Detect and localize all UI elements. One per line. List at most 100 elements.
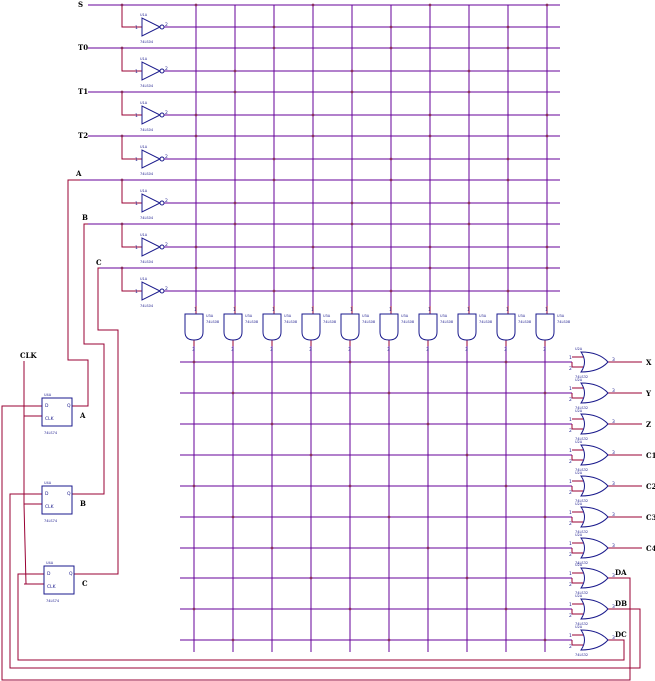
ff-ref: U4A xyxy=(44,393,52,397)
junction-dot xyxy=(120,3,124,7)
ff-output-label-b: B xyxy=(80,499,86,508)
junction-dot xyxy=(311,3,315,7)
junction-dot xyxy=(120,266,124,270)
pin-number: 3 xyxy=(465,347,468,353)
input-label-t1: T1 xyxy=(78,87,88,96)
pin-number: 3 xyxy=(192,347,195,353)
junction-dot xyxy=(543,515,547,519)
junction-dot xyxy=(428,266,432,270)
next-state-dc xyxy=(17,573,625,661)
and-part: 74LS08 xyxy=(518,320,531,324)
junction-dot xyxy=(311,134,315,138)
junction-dot xyxy=(192,484,196,488)
junction-dot xyxy=(194,134,198,138)
or-gate xyxy=(580,567,609,589)
or-gate xyxy=(580,598,609,620)
or-part: 74LS32 xyxy=(575,530,588,534)
inverter-feed xyxy=(121,136,142,160)
junction-dot xyxy=(120,90,124,94)
and-part: 74LS08 xyxy=(440,320,453,324)
junction-dot xyxy=(233,222,237,226)
and-gate xyxy=(496,313,516,341)
junction-dot xyxy=(233,201,237,205)
junction-dot xyxy=(506,46,510,50)
inverter-part: 74LS04 xyxy=(140,84,154,88)
junction-dot xyxy=(309,453,313,457)
ff-output-label-c: C xyxy=(82,579,88,588)
pin-number: 1 xyxy=(272,307,275,313)
inverter-bubble xyxy=(159,200,165,206)
or-part: 74LS32 xyxy=(575,653,588,657)
and-part: 74LS08 xyxy=(206,320,219,324)
pin-number: 2 xyxy=(569,459,572,465)
feedback-b xyxy=(83,223,105,495)
pin-number: 3 xyxy=(612,357,615,363)
inverter-part: 74LS04 xyxy=(140,260,154,264)
wiring-layer xyxy=(1,3,642,681)
and-gate xyxy=(301,313,321,341)
labels-layer: U1A74LS0412SU1A74LS0412T0U1A74LS0412T1U1… xyxy=(20,0,655,657)
junction-dot xyxy=(272,289,276,293)
and-ref: U3A xyxy=(557,314,565,318)
junction-dot xyxy=(233,69,237,73)
inverter-feed xyxy=(121,268,142,292)
clock-line xyxy=(23,361,27,585)
or-gate xyxy=(580,413,609,435)
ff-part: 74LS74 xyxy=(44,519,58,523)
junction-dot xyxy=(192,607,196,611)
pin-number: 3 xyxy=(612,450,615,456)
junction-dot xyxy=(465,576,469,580)
junction-dot xyxy=(545,3,549,7)
junction-dot xyxy=(504,360,508,364)
inverter-ref: U1A xyxy=(140,277,148,281)
junction-dot xyxy=(350,201,354,205)
or-gate xyxy=(580,475,609,497)
inverter-gate xyxy=(141,105,162,125)
inverter-part: 74LS04 xyxy=(140,128,154,132)
pin-number: 3 xyxy=(612,388,615,394)
junction-dot xyxy=(467,90,471,94)
pin-number: 3 xyxy=(348,347,351,353)
or-gate xyxy=(580,506,609,528)
and-ref: U3A xyxy=(518,314,526,318)
inverter-ref: U1A xyxy=(140,145,148,149)
d-flip-flop xyxy=(41,397,73,427)
pin-number: 2 xyxy=(569,582,572,588)
junction-dot xyxy=(350,90,354,94)
junction-dot xyxy=(389,157,393,161)
output-label-c4: C4 xyxy=(646,544,655,553)
inverter-bubble xyxy=(159,244,165,250)
pin-number: 1 xyxy=(428,307,431,313)
junction-dot xyxy=(543,391,547,395)
or-part: 74LS32 xyxy=(575,375,588,379)
ff-pin-q: Q xyxy=(69,571,73,577)
junction-dot xyxy=(348,607,352,611)
input-label-t2: T2 xyxy=(78,131,88,140)
pin-number: 1 xyxy=(135,113,138,119)
pin-number: 1 xyxy=(467,307,470,313)
pin-number: 1 xyxy=(569,448,572,454)
ff-pin-clk: CLK xyxy=(45,504,55,510)
d-flip-flop xyxy=(43,565,75,595)
pin-number: 1 xyxy=(311,307,314,313)
inverter-bubble xyxy=(159,112,165,118)
junction-dot xyxy=(311,113,315,117)
junction-dot xyxy=(545,113,549,117)
and-gate xyxy=(340,313,360,341)
or-gate xyxy=(580,351,609,373)
pin-number: 1 xyxy=(569,386,572,392)
junction-dot xyxy=(272,157,276,161)
inverter-bubble xyxy=(159,68,165,74)
junction-dot xyxy=(506,25,510,29)
ff-output-label-a: A xyxy=(79,411,86,420)
junction-dot xyxy=(194,3,198,7)
junction-dot xyxy=(387,515,391,519)
inverter-bubble xyxy=(159,156,165,162)
output-label-db: DB xyxy=(615,599,627,608)
junction-dot xyxy=(194,266,198,270)
junction-dot xyxy=(350,69,354,73)
junction-dot xyxy=(428,113,432,117)
pin-number: 1 xyxy=(569,417,572,423)
ff-pin-d: D xyxy=(45,403,49,409)
ff-part: 74LS74 xyxy=(44,431,58,435)
